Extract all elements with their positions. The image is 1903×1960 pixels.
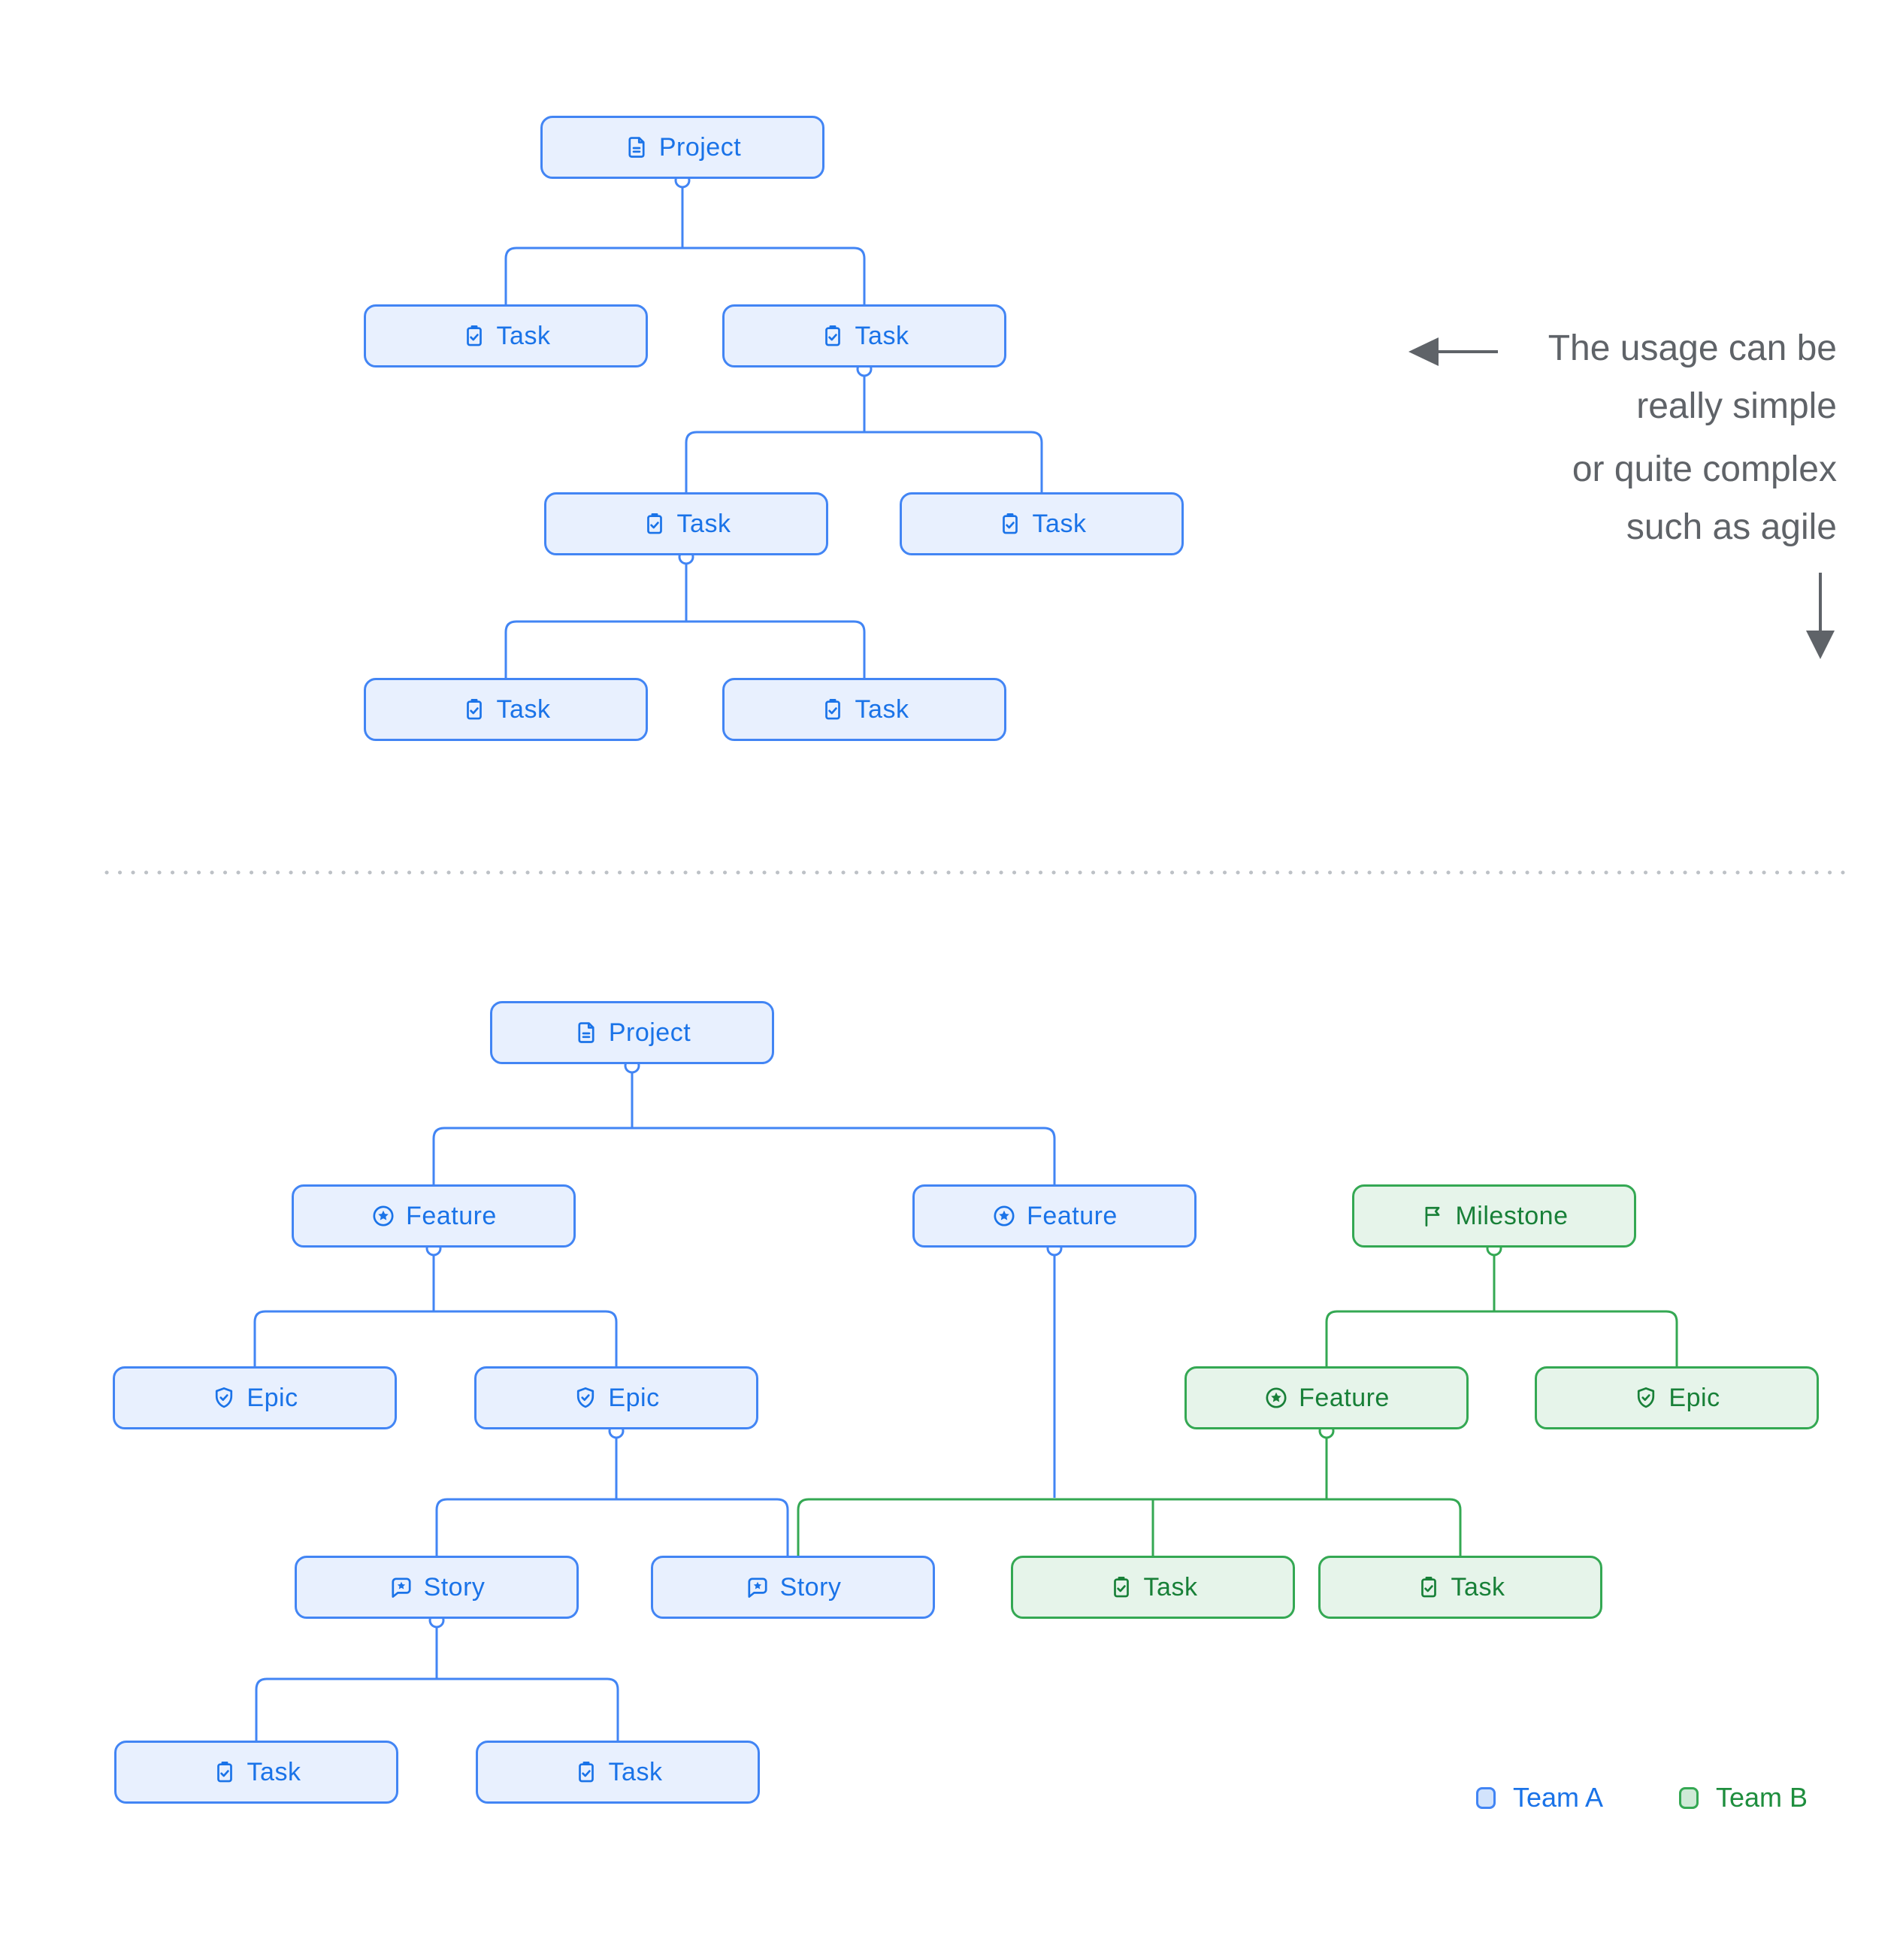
edge-task3-rail [504, 620, 866, 678]
ports-complex-tree [425, 1057, 1502, 1629]
legend-team-a-label: Team A [1513, 1782, 1604, 1813]
node-task-3: Task [544, 492, 828, 555]
node-label: Task [496, 321, 551, 350]
edges-simple-tree [504, 187, 1043, 678]
task-icon [216, 1762, 232, 1783]
feature-icon [1266, 1387, 1287, 1408]
edge-project-rail [504, 247, 866, 304]
node-task-6: Task [722, 678, 1006, 741]
node-epic-2: Epic [474, 1366, 758, 1429]
edge-task2-rail [685, 431, 1043, 492]
node-story-2: Story [651, 1556, 935, 1619]
node-project-complex: Project [490, 1001, 774, 1064]
project-icon [578, 1022, 594, 1043]
edge-milestone-rail [1325, 1310, 1678, 1366]
node-label: Project [658, 132, 742, 162]
node-feature-1: Feature [292, 1184, 576, 1248]
task-icon [1002, 513, 1018, 534]
edge-epic2-rail [435, 1498, 789, 1556]
node-label: Task [855, 694, 909, 724]
story-icon [748, 1577, 767, 1598]
legend-team-b-label: Team B [1716, 1782, 1808, 1813]
note-simple-line1: The usage can be [1548, 328, 1837, 368]
node-feature-3: Feature [1184, 1366, 1469, 1429]
feature-icon [994, 1205, 1015, 1227]
node-label: Feature [1027, 1201, 1118, 1230]
node-task-b2: Task [476, 1741, 760, 1804]
legend-team-a: Team A [1476, 1782, 1604, 1813]
task-icon [1113, 1577, 1129, 1598]
node-label: Task [496, 694, 551, 724]
note-complex-line2: such as agile [1626, 507, 1837, 547]
node-label: Task [1143, 1572, 1198, 1602]
feature-icon [373, 1205, 394, 1227]
node-label: Feature [1299, 1383, 1390, 1412]
task-icon [1420, 1577, 1436, 1598]
node-feature-2: Feature [912, 1184, 1197, 1248]
down-arrow-head [1806, 631, 1835, 659]
note-simple-line2: really simple [1636, 386, 1837, 426]
node-label: Project [608, 1018, 691, 1047]
node-label: Epic [247, 1383, 298, 1412]
epic-icon [1638, 1387, 1655, 1408]
task-icon [646, 513, 662, 534]
task-icon [466, 325, 482, 346]
node-label: Task [1451, 1572, 1505, 1602]
node-label: Story [779, 1572, 842, 1602]
node-epic-1: Epic [113, 1366, 397, 1429]
task-icon [824, 325, 840, 346]
project-icon [628, 137, 645, 158]
node-task-5: Task [364, 678, 648, 741]
legend-team-b: Team B [1679, 1782, 1808, 1813]
node-label: Task [247, 1757, 301, 1786]
edge-feature1-rail [253, 1310, 618, 1366]
node-task-g2: Task [1318, 1556, 1602, 1619]
epic-icon [577, 1387, 594, 1408]
node-label: Task [855, 321, 909, 350]
note-complex-line1: or quite complex [1572, 449, 1837, 489]
epic-icon [216, 1387, 233, 1408]
node-project-simple: Project [540, 116, 824, 179]
note-complex: or quite complex such as agile [1572, 440, 1837, 556]
node-label: Feature [406, 1201, 497, 1230]
edge-story1-rail [255, 1677, 619, 1741]
node-epic-3: Epic [1535, 1366, 1819, 1429]
task-icon [578, 1762, 594, 1783]
milestone-icon [1426, 1206, 1440, 1227]
node-task-g1: Task [1011, 1556, 1295, 1619]
node-label: Epic [1669, 1383, 1720, 1412]
task-icon [466, 699, 482, 720]
node-label: Epic [608, 1383, 660, 1412]
node-task-4: Task [900, 492, 1184, 555]
node-label: Story [423, 1572, 486, 1602]
node-story-1: Story [295, 1556, 579, 1619]
left-arrow-head [1408, 337, 1439, 366]
node-label: Task [608, 1757, 663, 1786]
node-label: Milestone [1455, 1201, 1569, 1230]
node-task-1: Task [364, 304, 648, 368]
team-a-swatch [1476, 1786, 1496, 1809]
node-label: Task [1032, 509, 1087, 538]
story-icon [392, 1577, 411, 1598]
node-label: Task [676, 509, 731, 538]
node-task-2: Task [722, 304, 1006, 368]
edge-project2-rail [432, 1127, 1056, 1184]
note-simple: The usage can be really simple [1548, 319, 1837, 435]
node-task-b1: Task [114, 1741, 398, 1804]
edge-feature3-rail [797, 1498, 1462, 1556]
node-milestone: Milestone [1352, 1184, 1636, 1248]
task-icon [824, 699, 840, 720]
team-b-swatch [1679, 1786, 1699, 1809]
